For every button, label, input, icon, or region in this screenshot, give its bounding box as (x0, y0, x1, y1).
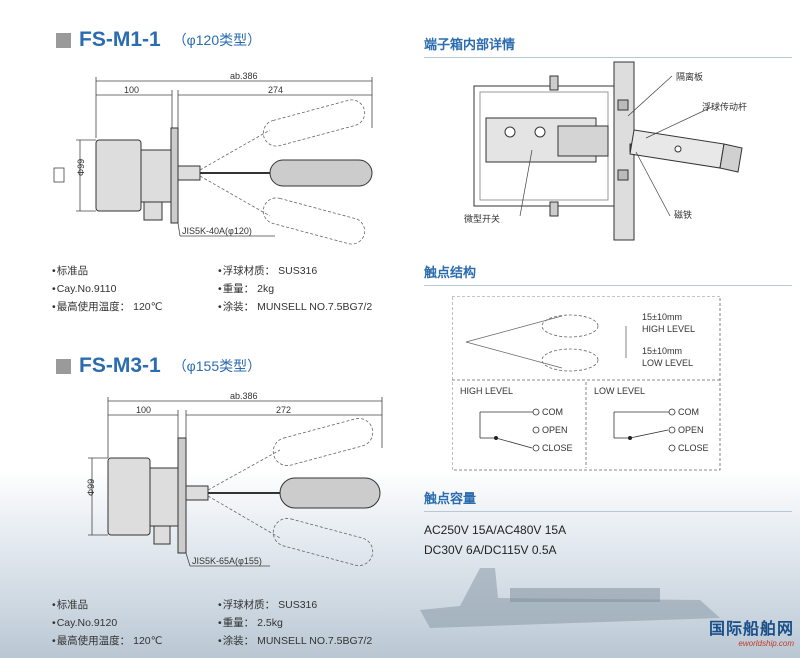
capacity-line-dc: DC30V 6A/DC115V 0.5A (424, 543, 557, 557)
contact-open-high: OPEN (542, 425, 568, 435)
fs-m1-spec-coating: 涂装： MUNSELL NO.7.5BG7/2 (218, 298, 373, 316)
contact-tol-high: 15±10mm (642, 312, 682, 322)
terminal-drawing: 隔离板 浮球传动杆 微型开关 磁铁 (464, 61, 747, 241)
fs-m3-spec-catalog: Cay.No.9120 (52, 614, 162, 632)
fs-m3-spec-coating: 涂装： MUNSELL NO.7.5BG7/2 (218, 632, 373, 650)
fs-m3-subtitle: （φ155类型） (172, 358, 262, 374)
title-square-marker (56, 358, 71, 374)
terminal-label-magnet: 磁铁 (674, 209, 692, 220)
fs-m3-specs-right: 浮球材质： SUS316 重量： 2.5kg 涂装： MUNSELL NO.7.… (218, 596, 373, 650)
contact-open-low: OPEN (678, 425, 704, 435)
fs-m3-drawing: ab.386 100 272 Φ99 JIS5K-65A(φ155) (86, 391, 383, 567)
fs-m3-spec-max-temp: 最高使用温度： 120℃ (52, 632, 163, 650)
fs-m1-specs-right: 浮球材质： SUS316 重量： 2kg 涂装： MUNSELL NO.7.5B… (218, 262, 373, 316)
fs-m1-aux-box (53, 167, 65, 183)
fs-m1-flange-label: JIS5K-40A(φ120) (182, 226, 252, 236)
capacity-line-ac: AC250V 15A/AC480V 15A (424, 523, 567, 537)
fs-m3-flange-label: JIS5K-65A(φ155) (192, 556, 262, 566)
fs-m3-spec-float-material: 浮球材质： SUS316 (218, 596, 372, 614)
site-logo-url: eworldship.com (738, 639, 794, 648)
fs-m3-spec-standard: 标准品 (52, 596, 162, 614)
ship-silhouette (420, 568, 720, 628)
contact-close-low: CLOSE (678, 443, 709, 453)
fs-m1-specs-left: 标准品 Cay.No.9110 最高使用温度： 120℃ (52, 262, 163, 316)
contact-box-high-title: HIGH LEVEL (460, 386, 513, 396)
fs-m3-dim-total: ab.386 (230, 391, 258, 401)
capacity-heading: 触点容量 (424, 488, 792, 512)
contact-com-high: COM (542, 407, 563, 417)
site-logo: 国际船舶网 eworldship.com (709, 615, 794, 648)
capacity-text: AC250V 15A/AC480V 15A DC30V 6A/DC115V 0.… (424, 520, 566, 560)
fs-m1-drawing: ab.386 100 274 Φ99 JIS5K-40A(φ120) (53, 71, 373, 245)
fs-m1-dim-left: 100 (124, 85, 139, 95)
terminal-label-rod: 浮球传动杆 (702, 101, 747, 112)
fs-m1-subtitle: （φ120类型） (172, 32, 262, 48)
site-logo-name: 国际船舶网 (708, 621, 794, 638)
fs-m3-dim-dia: Φ99 (86, 479, 96, 496)
fs-m1-title: FS-M1-1 （φ120类型） (56, 28, 261, 52)
fs-m3-dim-left: 100 (136, 405, 151, 415)
contact-low-level: LOW LEVEL (642, 358, 693, 368)
terminal-label-separator: 隔离板 (676, 71, 703, 82)
fs-m3-dim-right: 272 (276, 405, 291, 415)
fs-m1-dim-dia: Φ99 (76, 159, 86, 176)
fs-m1-spec-max-temp: 最高使用温度： 120℃ (52, 298, 163, 316)
title-square-marker (56, 32, 71, 48)
contact-box-low-title: LOW LEVEL (594, 386, 645, 396)
fs-m3-model: FS-M3-1 (79, 354, 161, 377)
fs-m1-spec-weight: 重量： 2kg (218, 280, 372, 298)
contact-close-high: CLOSE (542, 443, 573, 453)
fs-m1-model: FS-M1-1 (79, 28, 161, 51)
fs-m3-title: FS-M3-1 （φ155类型） (56, 354, 261, 378)
contact-heading: 触点结构 (424, 262, 792, 286)
fs-m1-spec-catalog: Cay.No.9110 (52, 280, 162, 298)
fs-m1-dim-right: 274 (268, 85, 283, 95)
terminal-heading: 端子箱内部详情 (424, 34, 792, 58)
terminal-label-switch: 微型开关 (464, 213, 500, 224)
fs-m3-spec-weight: 重量： 2.5kg (218, 614, 372, 632)
contact-high-level: HIGH LEVEL (642, 324, 695, 334)
fs-m1-dim-total: ab.386 (230, 71, 258, 81)
fs-m1-spec-float-material: 浮球材质： SUS316 (218, 262, 372, 280)
contact-drawing: 15±10mm HIGH LEVEL 15±10mm LOW LEVEL HIG… (452, 296, 721, 471)
fs-m3-specs-left: 标准品 Cay.No.9120 最高使用温度： 120℃ (52, 596, 163, 650)
fs-m1-spec-standard: 标准品 (52, 262, 162, 280)
contact-tol-low: 15±10mm (642, 346, 682, 356)
contact-com-low: COM (678, 407, 699, 417)
